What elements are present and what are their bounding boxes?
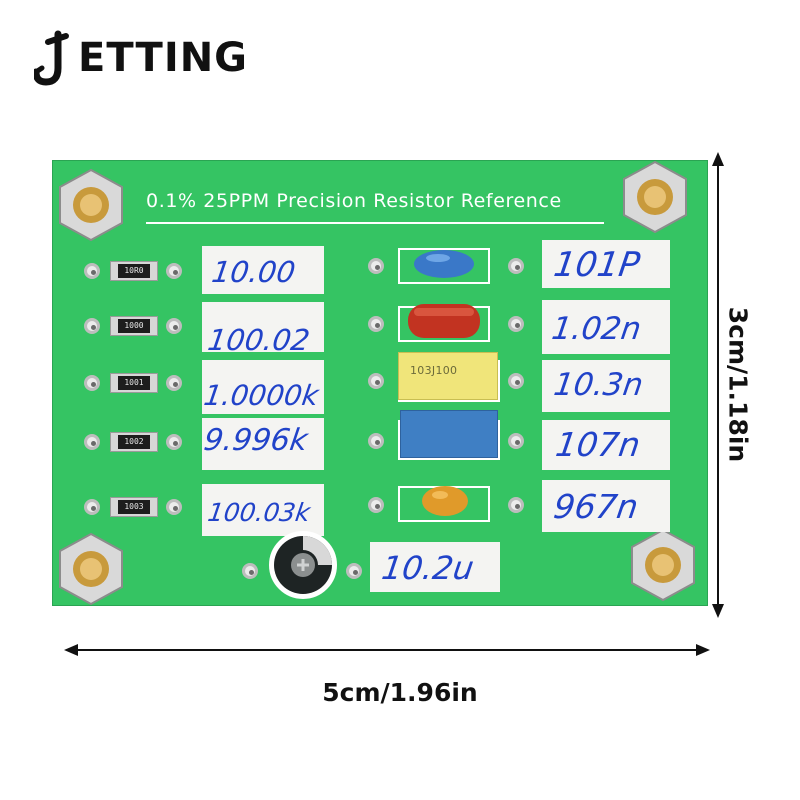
blue-box-capacitor <box>400 410 498 458</box>
value-label <box>370 542 500 592</box>
pad <box>346 563 362 579</box>
standoff-top-right <box>623 160 687 234</box>
value-label <box>542 480 670 532</box>
value-label <box>202 246 324 294</box>
standoff-bottom-right <box>631 528 695 602</box>
smd-resistor: 1003 <box>110 497 158 517</box>
pad <box>84 318 100 334</box>
cap-silkscreen <box>398 248 490 284</box>
value-label <box>542 360 670 412</box>
pad <box>368 433 384 449</box>
red-film-capacitor-icon <box>408 304 480 338</box>
smd-resistor: 1001 <box>110 373 158 393</box>
value-label <box>202 418 324 470</box>
height-dimension-arrow-icon <box>712 152 724 618</box>
yellow-box-capacitor <box>398 352 498 400</box>
smd-resistor: 1002 <box>110 432 158 452</box>
title-underline <box>146 222 604 224</box>
electrolytic-value: 10.2u <box>379 549 477 587</box>
value-label <box>202 360 324 414</box>
pad <box>166 434 182 450</box>
smd-resistor: 1000 <box>110 316 158 336</box>
resistor-code: 1000 <box>118 319 150 333</box>
value-label <box>542 300 670 354</box>
pad <box>242 563 258 579</box>
height-label: 3cm/1.18in <box>723 306 753 463</box>
pad <box>84 499 100 515</box>
smd-resistor: 10R0 <box>110 261 158 281</box>
hook-logo-icon <box>34 30 69 86</box>
width-dimension-arrow-icon <box>64 644 710 656</box>
resistor-value: 9.996k <box>201 423 310 458</box>
resistor-code: 1002 <box>118 435 150 449</box>
resistor-code: 1001 <box>118 376 150 390</box>
brand-name: ETTING <box>78 35 249 81</box>
capacitor-value: 101P <box>551 245 643 285</box>
pad <box>368 316 384 332</box>
value-label <box>542 240 670 288</box>
standoff-top-left <box>59 168 123 242</box>
resistor-value: 100.02 <box>205 323 312 357</box>
value-label <box>202 302 324 352</box>
pad <box>508 433 524 449</box>
pad <box>84 375 100 391</box>
resistor-value: 1.0000k <box>201 379 321 412</box>
resistor-value: 100.03k <box>205 498 312 527</box>
orange-ceramic-capacitor-icon <box>422 486 468 516</box>
resistor-code: 10R0 <box>118 264 150 278</box>
width-label: 5cm/1.96in <box>322 678 478 707</box>
pad <box>368 373 384 389</box>
pad <box>84 434 100 450</box>
pad <box>508 497 524 513</box>
resistor-code: 1003 <box>118 500 150 514</box>
resistor-value: 10.00 <box>209 255 298 289</box>
pad <box>84 263 100 279</box>
capacitor-value: 107n <box>553 425 643 464</box>
board-title: 0.1% 25PPM Precision Resistor Reference <box>146 190 562 212</box>
pad <box>368 497 384 513</box>
pad <box>166 318 182 334</box>
pad <box>508 258 524 274</box>
capacitor-marking: 103J100 <box>410 364 458 377</box>
standoff-bottom-left <box>59 532 123 606</box>
capacitor-value: 1.02n <box>549 311 644 347</box>
electrolytic-capacitor-icon <box>269 531 337 599</box>
brand-logo: ETTING <box>34 28 248 88</box>
pad <box>166 375 182 391</box>
pad <box>166 263 182 279</box>
pad <box>166 499 182 515</box>
capacitor-value: 10.3n <box>551 367 646 403</box>
blue-ceramic-capacitor-icon <box>414 250 474 278</box>
pad <box>368 258 384 274</box>
pad <box>508 316 524 332</box>
capacitor-value: 967n <box>551 487 641 526</box>
value-label <box>202 484 324 536</box>
value-label <box>542 420 670 470</box>
pad <box>508 373 524 389</box>
